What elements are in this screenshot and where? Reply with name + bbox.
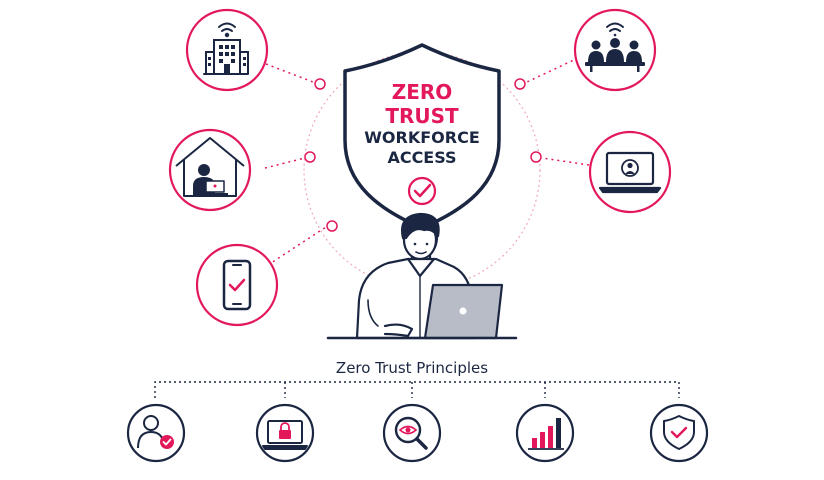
remote-home-worker-icon	[175, 137, 245, 197]
user-verified-icon	[137, 415, 174, 449]
shield-title-line-1: ZERO	[391, 80, 453, 104]
bar-chart-icon	[528, 418, 564, 450]
shield-title-line-4: ACCESS	[387, 148, 457, 167]
mobile-circle	[195, 243, 279, 327]
office-circle	[185, 8, 269, 92]
connector-lines	[264, 57, 590, 266]
shield-title-line-3: WORKFORCE	[364, 128, 480, 147]
laptop-lock-icon	[262, 420, 308, 450]
shield-title-line-2: TRUST	[385, 104, 459, 128]
principle-circle-protect	[649, 403, 709, 463]
magnifier-eye-icon	[394, 416, 428, 450]
office-building-wifi-icon	[203, 22, 249, 75]
smartphone-check-icon	[222, 259, 252, 311]
laptop-user-profile-icon	[598, 151, 662, 194]
connector-nodes	[304, 78, 542, 232]
principles-title: Zero Trust Principles	[335, 359, 489, 377]
meeting-team-wifi-icon	[585, 22, 645, 72]
principles-tree-lines	[154, 381, 680, 398]
person-with-laptop-illustration	[326, 212, 518, 340]
shield-check-small-icon	[663, 415, 695, 450]
